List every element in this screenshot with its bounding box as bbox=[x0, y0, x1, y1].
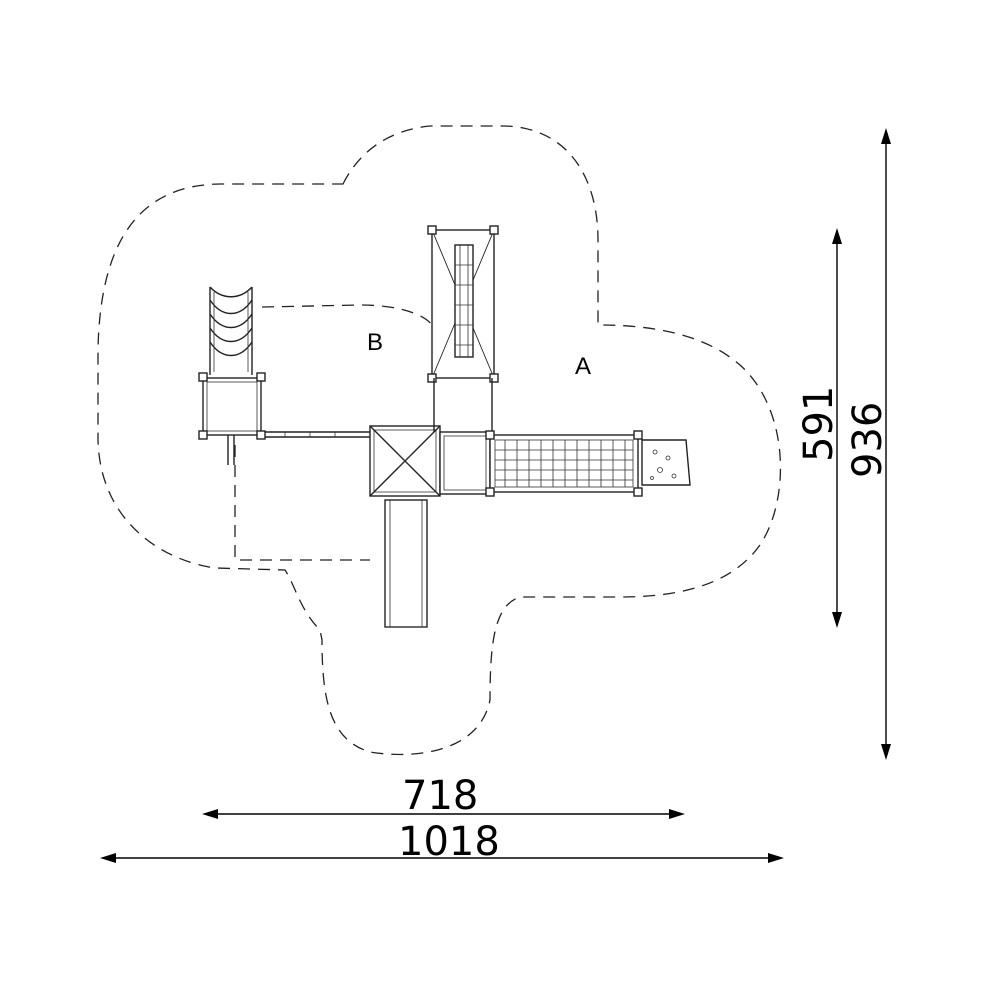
net-crawl-tunnel bbox=[485, 430, 643, 497]
dimension-label-591: 591 bbox=[796, 386, 842, 462]
dimension-outer-height: 936 bbox=[845, 128, 891, 760]
zone-label-a: A bbox=[575, 353, 591, 380]
dimension-label-718: 718 bbox=[402, 773, 478, 819]
side-platform bbox=[439, 431, 491, 495]
connecting-bridge bbox=[265, 431, 370, 438]
wavy-slide bbox=[209, 286, 253, 375]
climbing-wall bbox=[641, 439, 691, 486]
dimension-label-936: 936 bbox=[845, 402, 891, 478]
left-tower bbox=[198, 372, 266, 465]
central-tower bbox=[369, 425, 441, 497]
dimension-inner-width: 718 bbox=[202, 773, 685, 819]
straight-slide bbox=[384, 499, 428, 628]
dimension-outer-width: 1018 bbox=[100, 819, 784, 865]
zone-label-b: B bbox=[367, 329, 383, 356]
climbing-ladder bbox=[427, 225, 499, 432]
dimension-label-1018: 1018 bbox=[398, 819, 500, 865]
safety-zone-outline-b bbox=[234, 304, 433, 561]
dimension-inner-height: 591 bbox=[796, 228, 842, 628]
safety-zone-outline-a bbox=[97, 125, 782, 756]
